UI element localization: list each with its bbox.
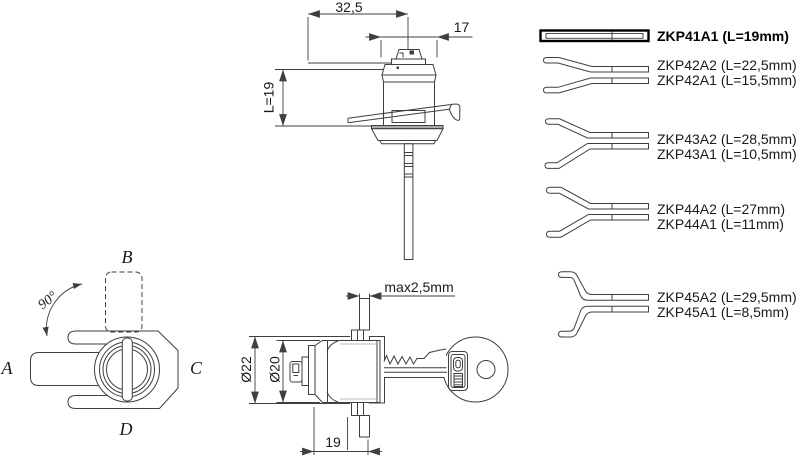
dim-label-19: 19 bbox=[325, 434, 341, 450]
cam-icon-zkp41a1 bbox=[539, 29, 650, 43]
side-view: max2,5mm Ø22 Ø20 19 bbox=[238, 279, 509, 456]
key-slot bbox=[121, 337, 133, 402]
part-label-zkp45a1: ZKP45A1 (L=8,5mm) bbox=[657, 304, 789, 320]
dim-label-d22: Ø22 bbox=[238, 356, 254, 383]
part-label-zkp43a2: ZKP43A2 (L=28,5mm) bbox=[657, 131, 797, 147]
cam-icon-zkp44 bbox=[545, 186, 649, 238]
mounting-cam bbox=[347, 103, 461, 124]
dimension-l19: L=19 bbox=[261, 69, 383, 127]
dimension-panel-thickness: max2,5mm bbox=[346, 279, 455, 300]
position-label-d: D bbox=[119, 419, 133, 439]
key-ring-hole bbox=[476, 360, 496, 379]
cam-icon-zkp43 bbox=[544, 118, 649, 169]
dimension-d22: Ø22 bbox=[238, 336, 350, 404]
cam-icon-zkp42 bbox=[542, 57, 649, 94]
part-label-zkp41a1: ZKP41A1 (L=19mm) bbox=[657, 28, 789, 44]
dimension-17: 17 bbox=[365, 19, 473, 58]
dimension-19: 19 bbox=[300, 407, 382, 456]
rotation-arrow: 90° bbox=[36, 283, 83, 337]
position-label-b: B bbox=[122, 247, 133, 267]
dim-label-l19: L=19 bbox=[261, 82, 277, 114]
lock-front-view bbox=[30, 330, 179, 409]
cam-variants: ZKP41A1 (L=19mm) ZKP42A2 (L=22,5mm) ZKP4… bbox=[539, 28, 797, 338]
threaded-shaft bbox=[403, 143, 414, 260]
key bbox=[383, 336, 509, 403]
key-head bbox=[442, 336, 509, 403]
cam-icon-zkp45 bbox=[557, 271, 649, 338]
part-label-zkp45a2: ZKP45A2 (L=29,5mm) bbox=[657, 289, 797, 305]
dim-label-d20: Ø20 bbox=[267, 356, 283, 383]
part-label-zkp43a1: ZKP43A1 (L=10,5mm) bbox=[657, 146, 797, 162]
dimension-d20: Ø20 bbox=[267, 340, 320, 403]
part-label-zkp42a2: ZKP42A2 (L=22,5mm) bbox=[657, 57, 797, 73]
part-label-zkp44a2: ZKP44A2 (L=27mm) bbox=[657, 201, 785, 217]
lock-side-view bbox=[289, 329, 385, 450]
cam-position-a-tab bbox=[30, 352, 100, 386]
cam-position-b-tab bbox=[105, 271, 143, 333]
dim-label-panel: max2,5mm bbox=[384, 279, 453, 295]
dimension-32-5: 32,5 bbox=[307, 0, 408, 64]
rotation-angle-label: 90° bbox=[36, 289, 61, 313]
dim-label-17: 17 bbox=[454, 19, 470, 35]
dim-label-32-5: 32,5 bbox=[335, 0, 362, 15]
top-view: 32,5 17 L=19 bbox=[261, 0, 473, 260]
position-label-a: A bbox=[1, 358, 14, 378]
part-label-zkp42a1: ZKP42A1 (L=15,5mm) bbox=[657, 72, 797, 88]
front-view: 90° A B C D bbox=[1, 247, 203, 439]
part-label-zkp44a1: ZKP44A1 (L=11mm) bbox=[657, 216, 784, 232]
key-emblem bbox=[448, 351, 468, 391]
lock-top-view bbox=[347, 17, 461, 260]
key-teeth bbox=[383, 348, 447, 366]
position-label-c: C bbox=[190, 358, 203, 378]
